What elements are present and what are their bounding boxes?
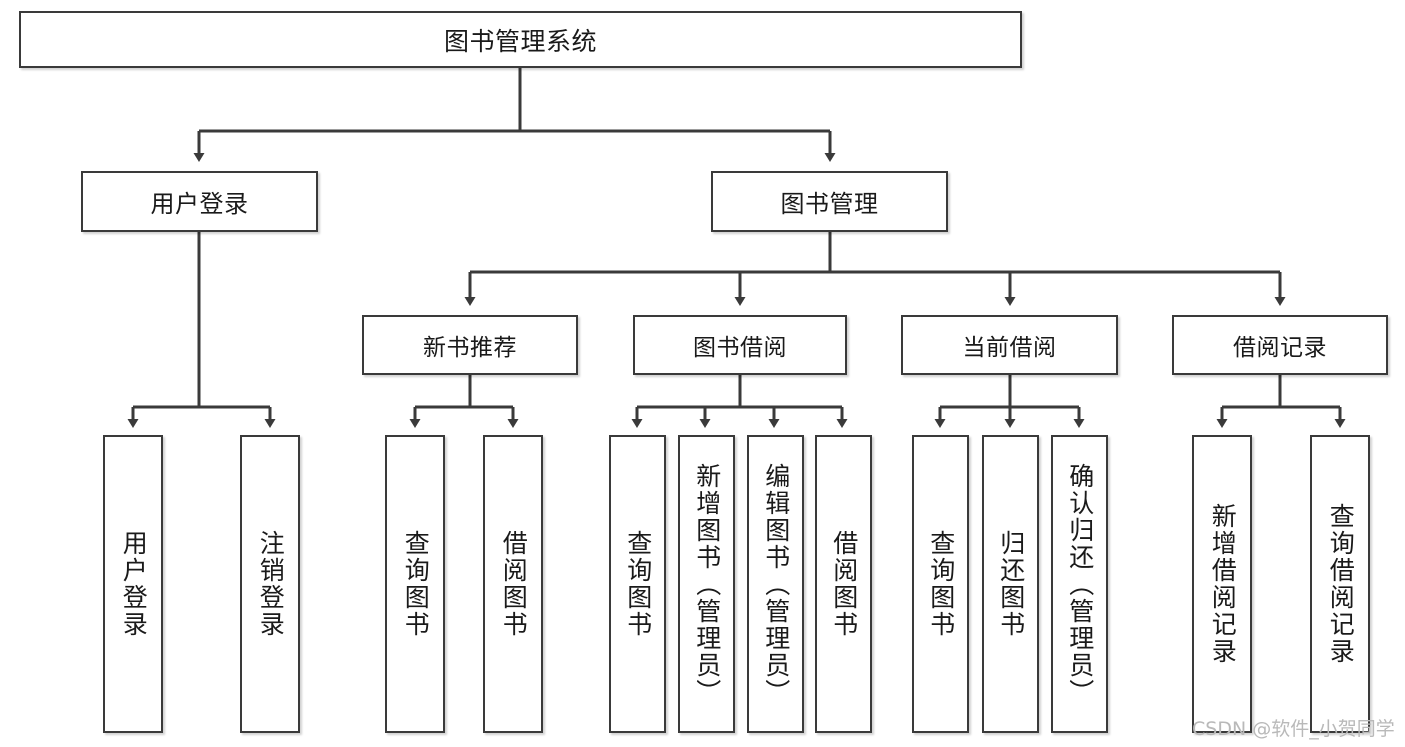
leaf-new-book-query[interactable]: 查询图书 [385,435,445,733]
leaf-user-login-login[interactable]: 用户登录 [103,435,163,733]
leaf-current-borrow-query[interactable]: 查询图书 [912,435,969,733]
leaf-borrow-record-query[interactable]: 查询借阅记录 [1310,435,1370,733]
node-label: 新书推荐 [423,335,517,361]
node-label: 新增图书（管理员） [692,462,722,706]
node-label: 查询图书 [401,530,431,638]
node-label: 图书管理 [780,190,879,218]
node-label: 查询图书 [926,530,956,638]
node-label: 新增借阅记录 [1208,503,1238,665]
node-label: 借阅图书 [829,530,859,638]
leaf-current-borrow-confirm-return[interactable]: 确认归还（管理员） [1051,435,1108,733]
node-label: 借阅记录 [1233,335,1327,361]
node-label: 借阅图书 [499,530,529,638]
leaf-user-login-logout[interactable]: 注销登录 [240,435,300,733]
node-label: 查询图书 [623,530,653,638]
node-label: 编辑图书（管理员） [761,462,791,706]
node-root-book-management-system[interactable]: 图书管理系统 [19,11,1022,68]
node-label: 查询借阅记录 [1326,503,1356,665]
node-book-borrow[interactable]: 图书借阅 [633,315,847,375]
leaf-current-borrow-return[interactable]: 归还图书 [982,435,1039,733]
node-label: 图书管理系统 [443,26,597,56]
node-new-book-recommend[interactable]: 新书推荐 [362,315,578,375]
node-label: 归还图书 [996,530,1026,638]
csdn-watermark: CSDN @软件_小贺同学 [1192,718,1395,740]
leaf-borrow-record-add[interactable]: 新增借阅记录 [1192,435,1252,733]
node-current-borrow[interactable]: 当前借阅 [901,315,1118,375]
node-label: 注销登录 [256,530,286,638]
node-label: 确认归还（管理员） [1065,462,1095,706]
node-borrow-record[interactable]: 借阅记录 [1172,315,1388,375]
leaf-book-borrow-edit[interactable]: 编辑图书（管理员） [747,435,804,733]
node-label: 当前借阅 [962,335,1057,361]
leaf-book-borrow-query[interactable]: 查询图书 [609,435,666,733]
leaf-new-book-borrow[interactable]: 借阅图书 [483,435,543,733]
leaf-book-borrow-add[interactable]: 新增图书（管理员） [678,435,735,733]
node-book-management[interactable]: 图书管理 [711,171,948,232]
node-label: 图书借阅 [693,335,787,361]
node-label: 用户登录 [150,190,249,218]
node-label: 用户登录 [119,530,149,638]
leaf-book-borrow-borrow[interactable]: 借阅图书 [815,435,872,733]
node-user-login[interactable]: 用户登录 [81,171,318,232]
